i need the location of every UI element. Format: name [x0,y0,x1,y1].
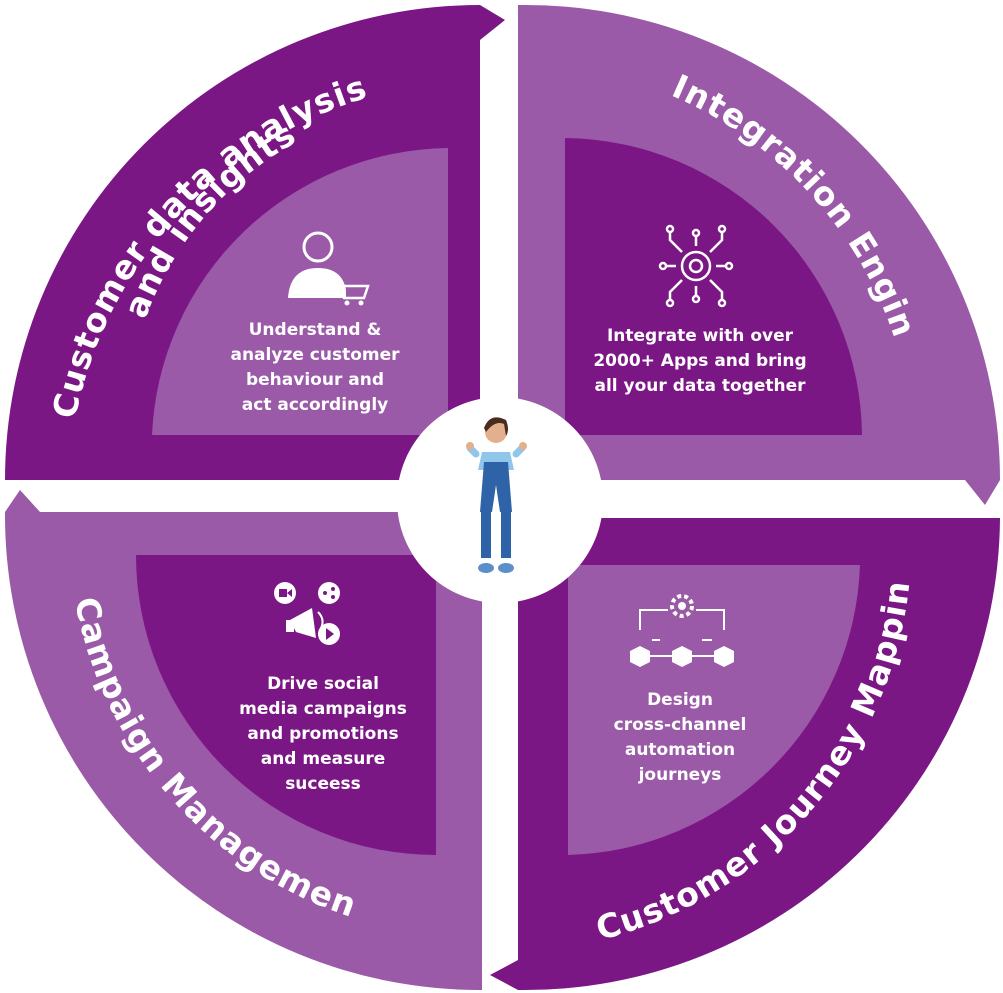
description-line: and measure [260,749,386,769]
description-line: all your data together [594,376,806,396]
description-line: analyze customer [230,345,400,365]
description-line: 2000+ Apps and bring [593,351,807,371]
description-bottom-left: Drive social media campaigns and promoti… [208,672,438,797]
description-line: cross-channel [613,715,747,735]
description-line: Understand & [248,320,382,340]
automation-workflow-icon [630,594,734,667]
description-line: suceess [285,774,361,794]
quadrant-bottom-left-inner [136,555,436,855]
description-line: journeys [638,765,722,785]
customer-cart-icon [288,231,370,306]
description-line: automation [624,740,736,760]
description-line: behaviour and [245,370,384,390]
gear-circuit-icon [658,224,734,308]
description-top-right: Integrate with over 2000+ Apps and bring… [575,324,825,399]
description-line: Design [647,690,713,710]
quadrant-bottom-right-inner [568,565,860,855]
description-line: Integrate with over [606,326,794,346]
description-line: media campaigns [239,699,407,719]
quadrant-top-right-inner [565,138,862,435]
description-line: act accordingly [241,395,389,415]
description-line: Drive social [267,674,379,694]
description-top-left: Understand & analyze customer behaviour … [205,318,425,418]
description-bottom-right: Design cross-channel automation journeys [580,688,780,788]
description-line: and promotions [247,724,399,744]
megaphone-media-icon [274,582,340,645]
thumbs-up-person-icon [466,417,527,573]
